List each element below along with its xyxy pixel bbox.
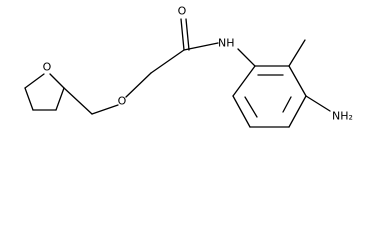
bond-amine bbox=[305, 95, 331, 112]
carbonyl-oxygen-label: O bbox=[178, 5, 187, 18]
linker-chain bbox=[63, 18, 256, 115]
tetrahydrofuran-ring bbox=[24, 73, 65, 111]
benzene-ring bbox=[232, 65, 307, 128]
ring-oxygen-label: O bbox=[43, 61, 52, 74]
substituents bbox=[288, 39, 331, 112]
bond-benz-3-4 bbox=[288, 95, 307, 128]
bond-methyl bbox=[288, 39, 306, 67]
amine-nh2-label: NH₂ bbox=[332, 110, 353, 123]
bond-carbonyl-double-a bbox=[180, 18, 185, 51]
bond-carbonyl-double-b bbox=[185, 18, 190, 51]
bond-carbonyl-nh bbox=[183, 42, 219, 51]
amide-nh-label: NH bbox=[218, 37, 235, 50]
bond-benz-inner-a bbox=[282, 96, 292, 113]
bond-ether-o-ch2 bbox=[125, 72, 152, 98]
ether-oxygen-label: O bbox=[118, 95, 127, 108]
bond-ring-c4-o bbox=[49, 73, 65, 89]
bond-ring-o-c1 bbox=[24, 73, 45, 89]
bond-ch2-ether-o bbox=[91, 104, 119, 115]
bond-benz-5-6 bbox=[232, 95, 251, 128]
bond-ch2-carbonyl bbox=[150, 49, 185, 74]
bond-ring-c3-c4 bbox=[55, 87, 65, 111]
bond-ring-ch2 bbox=[63, 87, 93, 115]
bond-benz-6-1 bbox=[232, 65, 256, 97]
bond-nh-ring bbox=[237, 48, 256, 67]
bond-ring-c1-c2 bbox=[24, 87, 34, 111]
bond-benz-2-3 bbox=[288, 65, 307, 97]
bond-benz-inner-b bbox=[244, 96, 258, 118]
structure-diagram: O O O NH NH₂ bbox=[24, 5, 353, 128]
